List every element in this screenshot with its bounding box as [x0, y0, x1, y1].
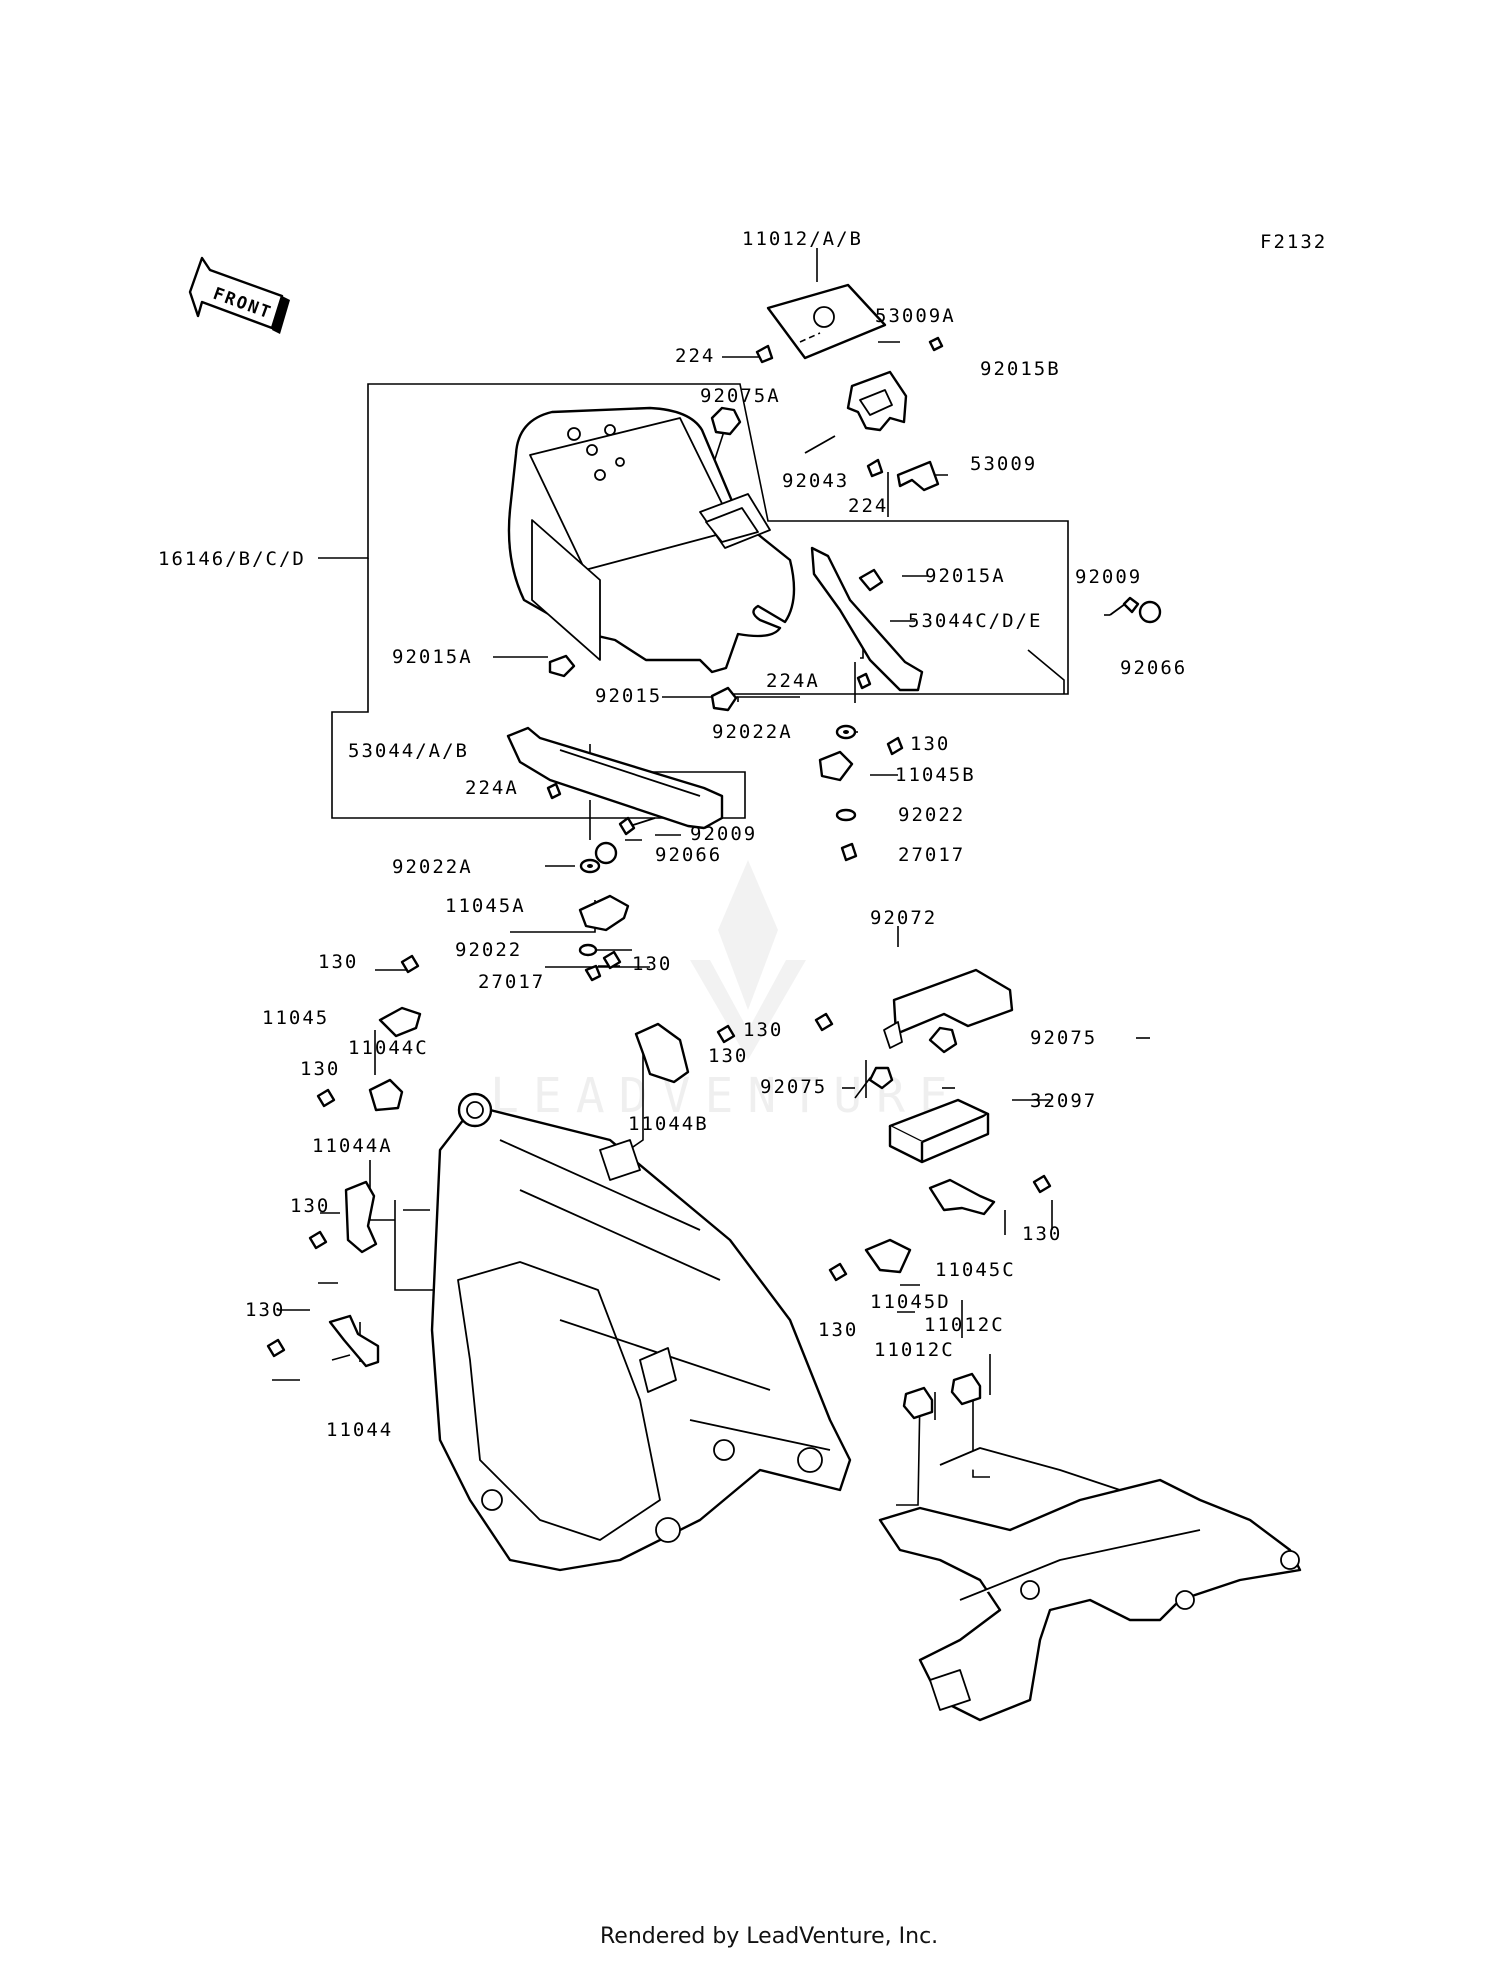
label-224a-r: 224A [766, 670, 820, 692]
part-battery-holder-92072 [883, 968, 1014, 1049]
part-bolt-92009-l [618, 816, 656, 836]
label-11044a: 11044A [312, 1135, 393, 1157]
label-11044c: 11044C [348, 1037, 429, 1059]
part-battery-case-32097 [888, 1098, 990, 1164]
part-bracket-11045b [818, 750, 854, 782]
label-53009a: 53009A [875, 305, 956, 327]
part-bracket-11044c [368, 1078, 404, 1112]
part-damper-92075-l [868, 1066, 894, 1090]
part-bracket-53009a [846, 370, 908, 432]
label-224-b: 224 [848, 495, 888, 517]
label-92015b: 92015B [980, 358, 1061, 380]
label-11044b: 11044B [628, 1113, 709, 1135]
part-pin-92043 [804, 435, 836, 454]
part-bracket-11044 [328, 1314, 380, 1368]
footer-credit: Rendered by LeadVenture, Inc. [600, 1924, 938, 1949]
part-bracket-11044b [634, 1022, 690, 1084]
label-32097: 32097 [1030, 1090, 1097, 1112]
label-92072: 92072 [870, 907, 937, 929]
label-11012c-r: 11012C [924, 1314, 1005, 1336]
label-11045b: 11045B [895, 764, 976, 786]
label-11045c: 11045C [935, 1259, 1016, 1281]
part-bracket-11045d [864, 1238, 912, 1274]
part-rail-53044cde [810, 546, 924, 692]
part-washer-92022-r [835, 808, 857, 822]
part-grommet-92075a [710, 406, 742, 436]
label-130-b: 130 [318, 951, 358, 973]
diagram-code: F2132 [1260, 231, 1327, 253]
part-pad-11012c-l [902, 1386, 934, 1420]
front-arrow: FRONT [188, 256, 290, 334]
part-fuel-tank-16146 [507, 406, 796, 674]
label-130-a: 130 [910, 733, 950, 755]
part-bracket-11045a [578, 894, 630, 932]
label-92043: 92043 [782, 470, 849, 492]
label-130-j: 130 [818, 1319, 858, 1341]
part-clip-92015a-r [858, 568, 884, 592]
part-bolt-27017-r [840, 842, 858, 862]
small-bolts [266, 336, 1052, 1358]
part-damper-92075-r [928, 1026, 958, 1054]
label-92022a-r: 92022A [712, 721, 793, 743]
label-11045d: 11045D [870, 1291, 951, 1313]
label-11045a: 11045A [445, 895, 526, 917]
label-130-e: 130 [300, 1058, 340, 1080]
part-pad-11012c-r [950, 1372, 982, 1406]
label-92022-l: 92022 [455, 939, 522, 961]
part-bolt-130-a [886, 736, 904, 756]
label-53044ab: 53044/A/B [348, 740, 469, 762]
label-11044: 11044 [326, 1419, 393, 1441]
part-clip-92015a [548, 654, 576, 678]
label-11012ab: 11012/A/B [742, 228, 863, 250]
label-53044cde: 53044C/D/E [908, 610, 1042, 632]
leadventure-watermark: LEADVENTURE [490, 860, 948, 1124]
part-washer-92022a-r [835, 724, 857, 740]
part-clip-92015 [710, 686, 738, 712]
label-92075-r: 92075 [1030, 1027, 1097, 1049]
label-27017-r: 27017 [898, 844, 965, 866]
part-bracket-11044a [344, 1180, 378, 1254]
part-sub-frame [878, 1447, 1302, 1722]
label-16146: 16146/B/C/D [158, 548, 306, 570]
part-cover-11012 [766, 283, 887, 360]
label-92066-r: 92066 [1120, 657, 1187, 679]
part-bolt-92009-r [1109, 596, 1140, 616]
label-224-top: 224 [675, 345, 715, 367]
label-130-i: 130 [245, 1299, 285, 1321]
label-130-d: 130 [743, 1019, 783, 1041]
part-washer-92022a-l [579, 858, 601, 874]
part-grommet-92066-l [594, 841, 618, 865]
label-130-h: 130 [1022, 1223, 1062, 1245]
label-224a-l: 224A [465, 777, 519, 799]
label-53009: 53009 [970, 453, 1037, 475]
part-bolt-27017-l [584, 964, 602, 982]
label-92015: 92015 [595, 685, 662, 707]
part-main-frame [430, 1092, 852, 1572]
part-washer-92022-l [578, 943, 598, 957]
label-92009-r: 92009 [1075, 566, 1142, 588]
label-11045: 11045 [262, 1007, 329, 1029]
label-92075-l: 92075 [760, 1076, 827, 1098]
label-130-f: 130 [708, 1045, 748, 1067]
part-bracket-11045c [928, 1178, 996, 1216]
label-92022a-l: 92022A [392, 856, 473, 878]
part-grommet-92066-r [1138, 600, 1162, 624]
label-27017-l: 27017 [478, 971, 545, 993]
part-bracket-11045 [378, 1006, 422, 1038]
label-130-c: 130 [632, 953, 672, 975]
label-130-g: 130 [290, 1195, 330, 1217]
label-92075a: 92075A [700, 385, 781, 407]
part-labels: 11012/A/B 224 53009A 92015B 92075A 92043… [158, 228, 1187, 1441]
label-92009-l: 92009 [690, 823, 757, 845]
label-92066-l: 92066 [655, 844, 722, 866]
label-92022-r: 92022 [898, 804, 965, 826]
label-92015a-r: 92015A [925, 565, 1006, 587]
part-rail-53044ab [506, 726, 724, 830]
label-92015a-l: 92015A [392, 646, 473, 668]
part-bracket-53009 [896, 460, 940, 492]
label-11012c-l: 11012C [874, 1339, 955, 1361]
